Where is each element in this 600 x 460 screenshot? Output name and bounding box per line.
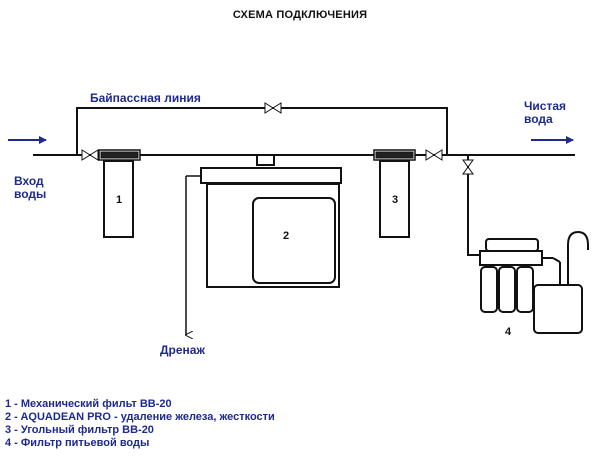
bypass-line-label: Байпассная линия (90, 92, 201, 105)
carbon-filter-3 (373, 149, 416, 238)
component-number-2: 2 (283, 230, 290, 242)
drain-label: Дренаж (160, 343, 205, 357)
legend-item-1: 1 - Механический фильт ВВ-20 (5, 398, 172, 410)
valve-outlet (425, 149, 443, 161)
diagram-title: СХЕМА ПОДКЛЮЧЕНИЯ (232, 9, 368, 21)
legend-item-3: 3 - Угольный фильтр ВВ-20 (5, 424, 154, 436)
legend: 1 - Механический фильт ВВ-20 2 - AQUADEA… (5, 398, 275, 450)
valve-inlet (81, 149, 99, 161)
legend-item-4: 4 - Фильтр питьевой воды (5, 437, 150, 449)
clean-water-label: Чистая вода (524, 100, 566, 126)
clean-water-line2: вода (524, 112, 553, 126)
aquadean-pro-unit-2 (200, 155, 342, 288)
water-inlet-line1: Вход (14, 174, 44, 188)
valve-branch (462, 159, 474, 175)
valve-bypass (264, 102, 282, 114)
water-inlet-label: Вход воды (14, 175, 46, 201)
component-number-3: 3 (392, 194, 399, 206)
clean-water-line1: Чистая (524, 99, 567, 113)
component-number-1: 1 (116, 194, 123, 206)
mechanical-filter-1 (98, 149, 141, 238)
legend-item-2: 2 - AQUADEAN PRO - удаление железа, жест… (5, 411, 275, 423)
bypass-line-text: Байпассная линия (90, 91, 201, 105)
bypass-pipe (76, 107, 448, 155)
drinking-water-filter-4 (479, 230, 589, 334)
water-inlet-line2: воды (14, 187, 47, 201)
component-number-4: 4 (505, 326, 512, 338)
